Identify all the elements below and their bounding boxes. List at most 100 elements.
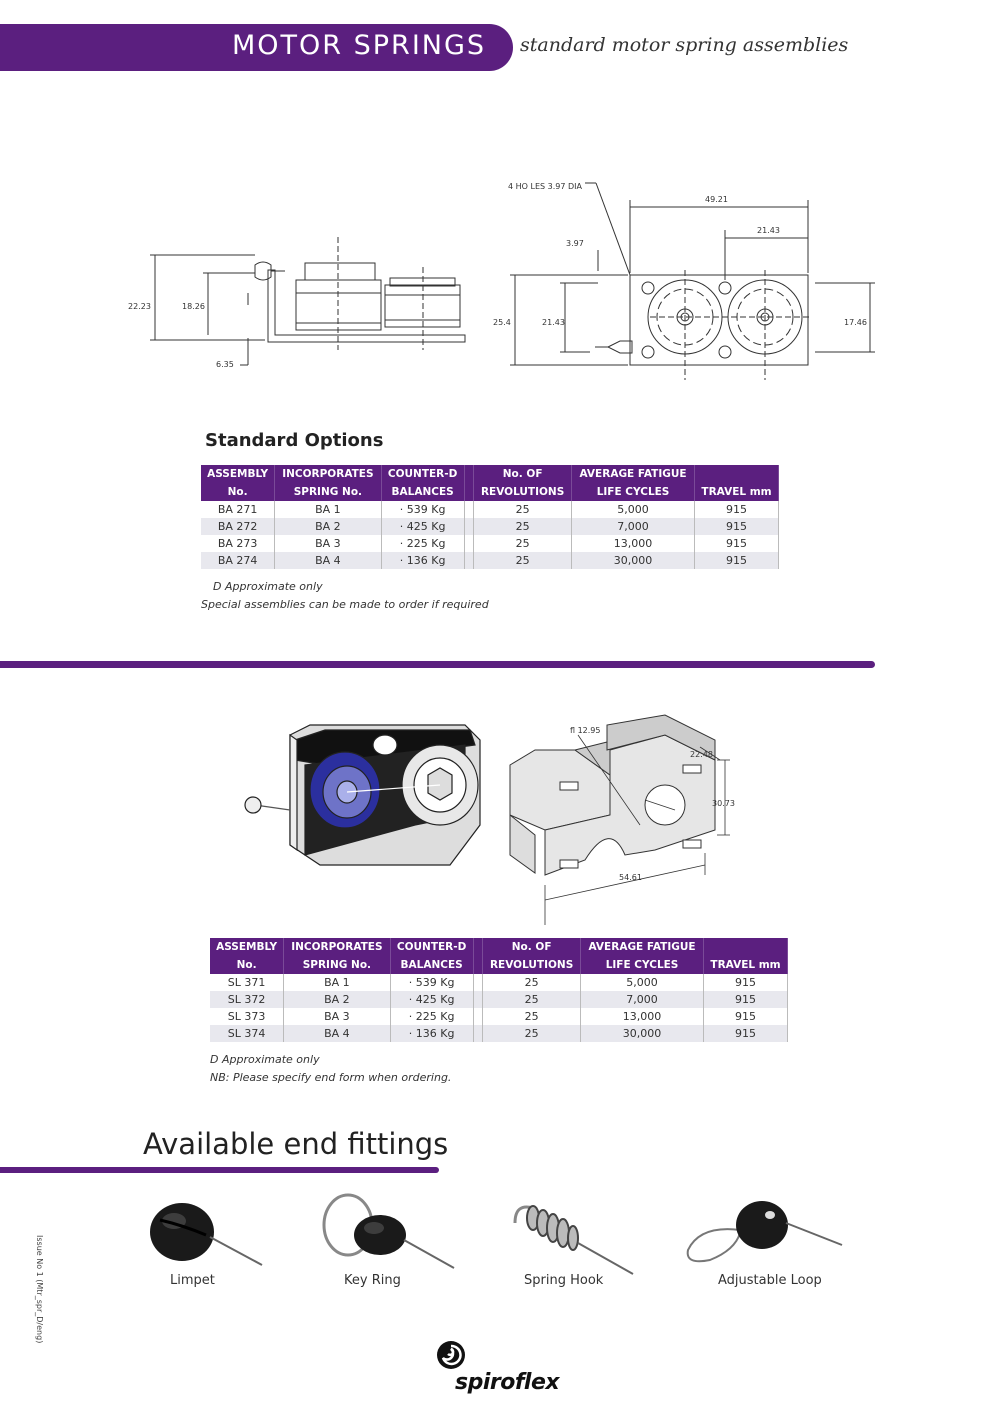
table-header: INCORPORATES <box>283 938 391 956</box>
table-cell <box>473 974 484 991</box>
table-cell: 7,000 <box>571 518 696 535</box>
table-cell: 13,000 <box>580 1008 705 1025</box>
table-row: SL 371 BA 1 · 539 Kg 25 5,000 915 <box>210 974 788 991</box>
end-fittings-title: Available end fittings <box>143 1127 449 1161</box>
table-cell <box>464 552 475 569</box>
dim-label: 25.4 <box>493 318 511 327</box>
table-cell: SL 372 <box>210 991 285 1008</box>
table-cell: 5,000 <box>580 974 705 991</box>
dim-label: 22.23 <box>128 302 151 311</box>
table-cell: BA 4 <box>274 552 382 569</box>
table-cell: BA 3 <box>274 535 382 552</box>
table-cell: 30,000 <box>580 1025 705 1042</box>
table-cell: 915 <box>703 991 788 1008</box>
table-row: SL 372 BA 2 · 425 Kg 25 7,000 915 <box>210 991 788 1008</box>
key-ring-fitting-image <box>322 1193 455 1269</box>
table-cell: 7,000 <box>580 991 705 1008</box>
table-cell: · 425 Kg <box>390 991 474 1008</box>
fitting-label-spring-hook: Spring Hook <box>524 1273 604 1288</box>
table-row: BA 271 BA 1 · 539 Kg 25 5,000 915 <box>201 501 779 518</box>
motor-spring-drawing-side-top: 22.23 18.26 6.35 4 HO LES 3.97 DIA 49.21… <box>128 182 875 380</box>
table-header: AVERAGE FATIGUE <box>571 465 696 483</box>
table-cell: SL 374 <box>210 1025 285 1042</box>
dim-label: 6.35 <box>216 360 234 369</box>
table-header: No. OF <box>482 938 582 956</box>
limpet-fitting-image <box>150 1203 263 1266</box>
table-cell: 25 <box>473 501 573 518</box>
table-cell: BA 1 <box>274 501 382 518</box>
table-row: BA 273 BA 3 · 225 Kg 25 13,000 915 <box>201 535 779 552</box>
table-row: SL 373 BA 3 · 225 Kg 25 13,000 915 <box>210 1008 788 1025</box>
table-row: BA 274 BA 4 · 136 Kg 25 30,000 915 <box>201 552 779 569</box>
table-header: BALANCES <box>381 483 465 501</box>
table-cell: 25 <box>473 535 573 552</box>
table-header: COUNTER-D <box>390 938 474 956</box>
table-cell: 915 <box>694 518 779 535</box>
table-cell: SL 373 <box>210 1008 285 1025</box>
table-cell: BA 274 <box>201 552 276 569</box>
table-header: LIFE CYCLES <box>580 956 705 974</box>
table-cell: · 136 Kg <box>390 1025 474 1042</box>
table-cell: BA 272 <box>201 518 276 535</box>
table-header: TRAVEL mm <box>703 956 788 974</box>
issue-note: Issue No 1 (Mtr_spr_D/eng) <box>35 1235 44 1344</box>
table-cell: BA 3 <box>283 1008 391 1025</box>
table-header <box>703 938 788 956</box>
sl-assembly-table: ASSEMBLY INCORPORATES COUNTER-D No. OF A… <box>210 938 788 1042</box>
table-header: COUNTER-D <box>381 465 465 483</box>
table-cell: 915 <box>694 501 779 518</box>
spiroflex-logo: spiroflex <box>455 1370 560 1395</box>
table-cell <box>464 501 475 518</box>
dim-label: 21.43 <box>757 226 780 235</box>
table-header: AVERAGE FATIGUE <box>580 938 705 956</box>
table-cell: BA 2 <box>274 518 382 535</box>
table-cell: 25 <box>482 1008 582 1025</box>
table-header: BALANCES <box>390 956 474 974</box>
table-header: ASSEMBLY <box>210 938 285 956</box>
table-header: No. OF <box>473 465 573 483</box>
table-cell: · 225 Kg <box>381 535 465 552</box>
spring-hook-fitting-image <box>513 1205 634 1275</box>
table-cell: · 539 Kg <box>381 501 465 518</box>
table-header <box>473 938 484 956</box>
table-header: No. <box>201 483 276 501</box>
dim-label: 49.21 <box>705 195 728 204</box>
table-cell: · 425 Kg <box>381 518 465 535</box>
table-cell: BA 273 <box>201 535 276 552</box>
table-cell <box>464 535 475 552</box>
table-cell: SL 371 <box>210 974 285 991</box>
table-header: SPRING No. <box>283 956 391 974</box>
table-cell: 25 <box>482 1025 582 1042</box>
table-cell: BA 2 <box>283 991 391 1008</box>
table-note: D Approximate only <box>210 1053 320 1066</box>
table-header: LIFE CYCLES <box>571 483 696 501</box>
table-cell <box>464 518 475 535</box>
table-cell: BA 4 <box>283 1025 391 1042</box>
dim-label: 30.73 <box>712 799 735 808</box>
table-cell: 915 <box>703 1008 788 1025</box>
table-cell: BA 1 <box>283 974 391 991</box>
dim-label: 22.48 <box>690 750 713 759</box>
table-note: Special assemblies can be made to order … <box>201 598 489 611</box>
dim-label: 17.46 <box>844 318 867 327</box>
table-header: SPRING No. <box>274 483 382 501</box>
table-note: D Approximate only <box>213 580 323 593</box>
table-header: REVOLUTIONS <box>482 956 582 974</box>
table-cell: 915 <box>703 1025 788 1042</box>
table-header <box>464 483 475 501</box>
table-row: SL 374 BA 4 · 136 Kg 25 30,000 915 <box>210 1025 788 1042</box>
table-header: REVOLUTIONS <box>473 483 573 501</box>
page-subtitle: standard motor spring assemblies <box>520 34 849 56</box>
header-bar <box>0 24 513 71</box>
end-fittings-underline <box>0 1167 439 1173</box>
table-note: NB: Please specify end form when orderin… <box>210 1071 452 1084</box>
table-cell <box>473 1008 484 1025</box>
table-cell: 915 <box>694 552 779 569</box>
table-header: No. <box>210 956 285 974</box>
dim-label: 3.97 <box>566 239 584 248</box>
table-header: TRAVEL mm <box>694 483 779 501</box>
table-header <box>464 465 475 483</box>
table-cell: · 136 Kg <box>381 552 465 569</box>
table-cell: 25 <box>482 974 582 991</box>
fitting-label-adjustable-loop: Adjustable Loop <box>718 1273 822 1288</box>
